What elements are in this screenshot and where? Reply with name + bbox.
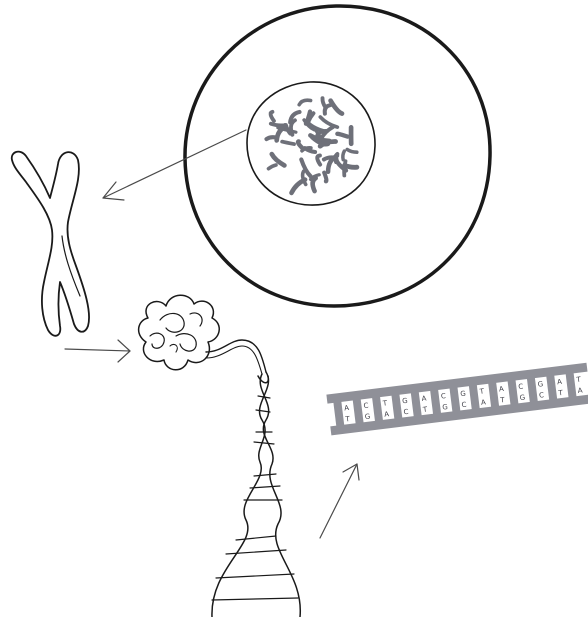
arrow-chromosome-to-coil (65, 340, 130, 362)
chromatin-strand (292, 180, 306, 193)
base-letter-top: T (478, 387, 485, 396)
base-letter-top: A (421, 394, 427, 403)
chromatin-strand (347, 150, 357, 153)
arrow-nucleus-to-chromosome (103, 130, 246, 200)
base-letter-top: A (344, 404, 350, 413)
base-letter-bottom: A (384, 410, 390, 419)
chromatin-strand (331, 101, 342, 114)
base-letter-bottom: G (364, 412, 370, 421)
chromatin-strand (324, 173, 326, 182)
chromatid-crease (62, 236, 80, 296)
chromatin-strands (267, 98, 357, 193)
chromosome (12, 152, 89, 336)
base-letter-top: A (499, 385, 505, 394)
base-letter-top: G (460, 390, 466, 399)
chromatin-strand (272, 154, 285, 165)
supercoiled-chromatin (139, 295, 220, 370)
base-letter-top: C (363, 402, 369, 411)
base-letter-top: T (381, 399, 388, 408)
chromatin-strand (271, 112, 274, 121)
chromatin-strand (344, 161, 345, 175)
base-letter-bottom: T (344, 415, 351, 424)
base-letter-bottom: G (519, 393, 525, 402)
base-letter-top: A (557, 378, 563, 387)
base-letter-top: T (575, 375, 582, 384)
base-letter-top: G (402, 397, 408, 406)
base-letter-bottom: A (481, 398, 487, 407)
dna-double-helix (212, 372, 300, 617)
base-letter-bottom: C (403, 408, 409, 417)
helix-base-pairs (212, 396, 298, 600)
base-letter-bottom: T (557, 389, 564, 398)
base-letter-bottom: A (577, 386, 583, 395)
base-letter-bottom: C (539, 391, 545, 400)
chromatin-strand (299, 100, 310, 105)
chromatin-strand (269, 165, 277, 169)
base-letter-top: C (441, 392, 447, 401)
base-letter-bottom: G (442, 403, 448, 412)
chromatin-strand (325, 105, 330, 114)
chromatin-strand (313, 178, 316, 191)
base-letter-top: G (537, 380, 543, 389)
chromatin-strand (343, 151, 344, 160)
chromatin-strand (282, 142, 294, 145)
base-letter-top: C (518, 383, 524, 392)
chromatin-strand (298, 141, 303, 148)
chromatin-strand (320, 117, 337, 127)
chromatin-strand (337, 134, 347, 137)
chromatin-strand (317, 156, 320, 165)
base-letter-bottom: T (499, 396, 506, 405)
base-letter-bottom: T (421, 405, 428, 414)
nucleus (247, 82, 375, 205)
cell (185, 6, 490, 306)
arrow-helix-to-ladder (320, 464, 359, 538)
base-letter-bottom: C (461, 401, 467, 410)
chromosome-outline (12, 152, 89, 336)
